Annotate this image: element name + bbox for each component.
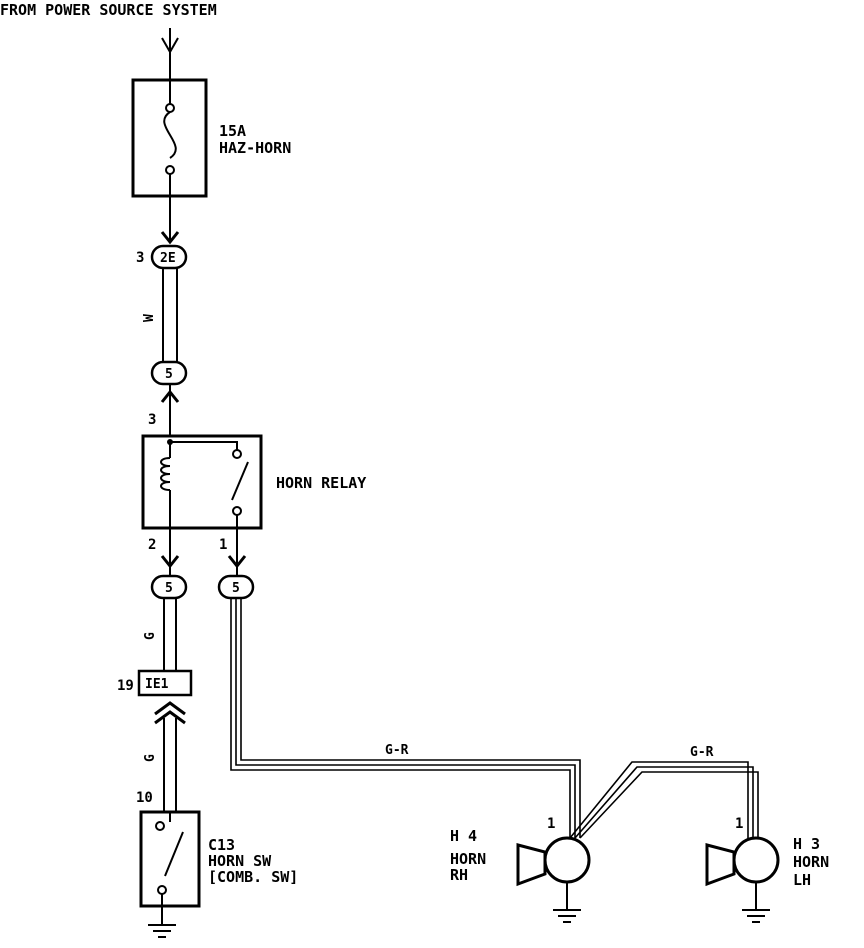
connector-relay-in: 5: [150, 360, 188, 386]
relay-pin-top: 3: [148, 412, 156, 428]
horn-lh-code: H 3: [793, 835, 820, 853]
ground-icon: [148, 924, 176, 938]
wire-g-r-lh: [569, 761, 759, 840]
relay-pin-switch: 1: [219, 537, 227, 553]
horn-switch-code: C13: [208, 836, 235, 854]
ie1-pin: 19: [117, 678, 134, 694]
fuse-rating: 15A: [219, 122, 246, 140]
fuse: [131, 78, 208, 198]
horn-rh-code: H 4: [450, 827, 477, 845]
horn-rh-name: HORN: [450, 850, 486, 868]
wire-g-r-rh: [230, 598, 581, 838]
input-arrow-icon: [161, 28, 179, 80]
connector-top-code: 2E: [160, 251, 176, 266]
fuse-name: HAZ-HORN: [219, 139, 291, 157]
horn-rh-pin: 1: [547, 816, 555, 832]
horn-lh-side: LH: [793, 871, 811, 889]
source-label: FROM POWER SOURCE SYSTEM: [0, 1, 217, 19]
connector-top-pin: 3: [136, 250, 144, 266]
double-chevron-up-icon: [154, 701, 186, 725]
ground-icon: [742, 909, 770, 923]
chevron-down-icon: [160, 231, 180, 245]
horn-lh-name: HORN: [793, 853, 829, 871]
horn-lh-icon: [705, 836, 780, 910]
chevron-down-icon: [160, 555, 247, 569]
connector-relay-out-left: 5: [150, 574, 188, 600]
ground-icon: [553, 909, 581, 923]
connector-2e: 2E: [150, 244, 188, 270]
horn-relay: [141, 434, 263, 530]
wire-label-g-upper: G: [143, 632, 158, 640]
wire-label-w: W: [142, 314, 157, 322]
wire-label-g-lower: G: [143, 754, 158, 762]
relay-name: HORN RELAY: [276, 474, 366, 492]
relay-switch-blade: [231, 461, 249, 501]
horn-switch-sub: [COMB. SW]: [208, 868, 298, 886]
horn-switch-pin: 10: [136, 790, 153, 806]
chevron-up-icon: [160, 389, 180, 403]
connector-relay-in-code: 5: [165, 367, 173, 382]
wire-label-g-r-rh: G-R: [385, 743, 409, 758]
horn-switch: [139, 810, 201, 925]
horn-switch-name: HORN SW: [208, 852, 272, 870]
ie1-code: IE1: [145, 677, 169, 692]
connector-relay-out-right: 5: [217, 574, 255, 600]
horn-rh-icon: [516, 836, 591, 910]
coil-icon: [160, 457, 171, 491]
wire-label-g-r-lh: G-R: [690, 745, 714, 760]
connector-ie1: IE1: [137, 669, 193, 697]
horn-lh-pin: 1: [735, 816, 743, 832]
relay-pin-coil: 2: [148, 537, 156, 553]
horn-rh-side: RH: [450, 866, 468, 884]
connector-relay-out-right-code: 5: [232, 581, 240, 596]
connector-relay-out-left-code: 5: [165, 581, 173, 596]
